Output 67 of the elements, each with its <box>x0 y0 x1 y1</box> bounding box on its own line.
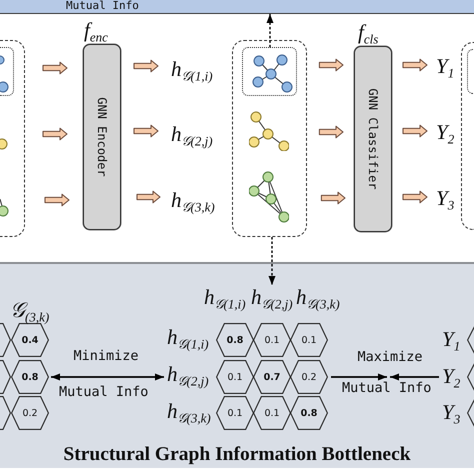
block-arrow <box>136 190 160 204</box>
block-arrow <box>318 126 344 138</box>
graph-drawing <box>249 171 290 224</box>
math-label: h$_{𝒢(1,i)}$ <box>204 285 246 309</box>
math-label: h$_{𝒢(1,i)}$ <box>167 325 209 349</box>
hexagon-score: 0.1 <box>253 396 291 430</box>
block-arrow <box>402 124 428 138</box>
hexagon-score: 0.1 <box>216 360 254 394</box>
block-arrow <box>402 58 428 72</box>
math-label: Y$_{1}$ <box>442 327 460 351</box>
block-arrow <box>318 58 344 72</box>
double-arrow <box>51 374 164 380</box>
math-label: h$_{𝒢(2,j)}$ <box>171 122 213 146</box>
dotted-highlight-box <box>467 49 474 94</box>
hexagon-score: 0.1 <box>253 323 291 357</box>
math-label: h$_{𝒢(3,k)}$ <box>296 285 340 309</box>
math-label: Y$_{3}$ <box>436 186 454 210</box>
math-label: Y$_{2}$ <box>442 364 460 388</box>
hexagon-score: 0.8 <box>11 360 49 394</box>
block-arrow <box>320 192 346 204</box>
hexagon-score: 0.8 <box>290 396 328 430</box>
banner-band <box>0 0 474 14</box>
math-label: h$_{𝒢(3,k)}$ <box>171 188 215 212</box>
arrow <box>331 374 387 380</box>
block-arrow <box>134 124 158 138</box>
dashed-group-box <box>0 40 25 237</box>
box-label: GNN Encoder <box>95 97 109 177</box>
function-label: f$_{enc}$ <box>84 18 108 42</box>
math-label: h$_{𝒢(1,i)}$ <box>171 57 213 81</box>
graph-drawing <box>249 111 290 152</box>
dashed-group-box <box>461 42 474 230</box>
hexagon-score: 0.1 <box>216 396 254 430</box>
dashed-arrow <box>268 237 276 285</box>
arrow-caption: Mutual Info <box>59 385 148 400</box>
block-arrow <box>134 60 158 72</box>
panel-title: Structural Graph Information Bottleneck <box>63 444 411 466</box>
math-label: h$_{𝒢(2,j)}$ <box>251 285 293 309</box>
function-label: f$_{cls}$ <box>358 20 378 44</box>
hexagon-shape <box>0 323 11 357</box>
block-arrow <box>42 128 68 140</box>
block-arrow <box>42 62 68 74</box>
math-label: Y$_{2}$ <box>436 120 454 144</box>
math-label: h$_{𝒢(2,j)}$ <box>167 362 209 386</box>
graph-node-circle <box>0 199 9 218</box>
hexagon-shape <box>0 360 11 394</box>
math-label: 𝒢$_{(3,k)}$ <box>10 298 50 322</box>
math-label: Y$_{1}$ <box>436 54 454 78</box>
block-arrow <box>402 190 428 204</box>
arrow <box>390 374 439 380</box>
dotted-highlight-box <box>242 47 298 96</box>
arrow-caption: Mutual Info <box>342 377 432 399</box>
hexagon-score: 0.4 <box>11 323 49 357</box>
math-label: Y$_{3}$ <box>442 400 460 424</box>
math-label: h$_{𝒢(3,k)}$ <box>167 399 211 423</box>
hexagon-score: 0.2 <box>11 396 49 430</box>
block-arrow <box>44 194 70 206</box>
hexagon-score: 0.1 <box>290 323 328 357</box>
dashed-arrow <box>266 14 274 48</box>
box-label: GNN Classifier <box>366 88 380 190</box>
dashed-group-box <box>232 40 307 237</box>
band-label: Mutual Info <box>66 0 139 12</box>
hexagon-score: 0.2 <box>290 360 328 394</box>
dotted-highlight-box <box>0 47 14 96</box>
bottom-panel <box>0 262 474 468</box>
hexagon-score: 0.7 <box>253 360 291 394</box>
hexagon-shape <box>0 396 11 430</box>
hexagon-score: 0.8 <box>216 323 254 357</box>
